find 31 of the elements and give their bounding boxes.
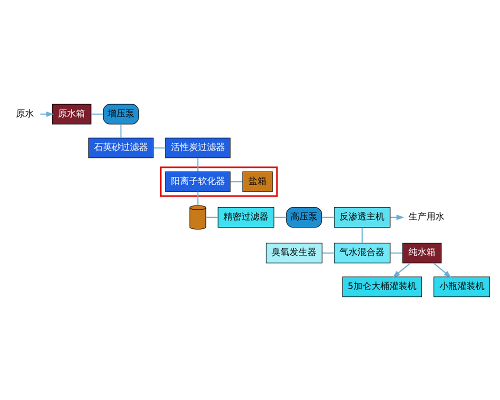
node-box: 高压泵 — [286, 206, 322, 228]
connector — [206, 216, 218, 218]
connector — [322, 216, 334, 218]
node-box: 精密过滤器 — [218, 206, 274, 228]
arrow — [392, 262, 411, 278]
arrow — [433, 262, 452, 278]
node-box: 臭氧发生器 — [266, 242, 322, 263]
node-box: 气水混合器 — [334, 242, 390, 263]
connector — [120, 124, 122, 138]
node-box: 石英砂过滤器 — [88, 137, 154, 158]
node-box: 增压泵 — [102, 103, 139, 124]
connector — [274, 216, 286, 218]
node-box: 阳离子软化器 — [165, 170, 230, 192]
node-box: 盐箱 — [242, 170, 273, 192]
node-text: 原水 — [16, 108, 34, 119]
connector — [197, 157, 198, 172]
connector — [230, 180, 242, 182]
node-box: 5加仑大桶灌装机 — [342, 276, 422, 297]
connector — [91, 113, 103, 114]
node-box: 原水箱 — [52, 103, 92, 124]
connector — [390, 252, 402, 254]
node-box: 反渗透主机 — [334, 206, 390, 228]
connector — [322, 252, 334, 254]
connector — [153, 146, 166, 148]
node-box: 活性炭过滤器 — [165, 137, 230, 158]
connector — [197, 191, 198, 205]
node-box: 小瓶灌装机 — [434, 276, 490, 297]
connector — [362, 226, 363, 243]
node-box: 纯水箱 — [402, 242, 442, 263]
node-text: 生产用水 — [408, 212, 444, 222]
cluster — [160, 166, 278, 196]
